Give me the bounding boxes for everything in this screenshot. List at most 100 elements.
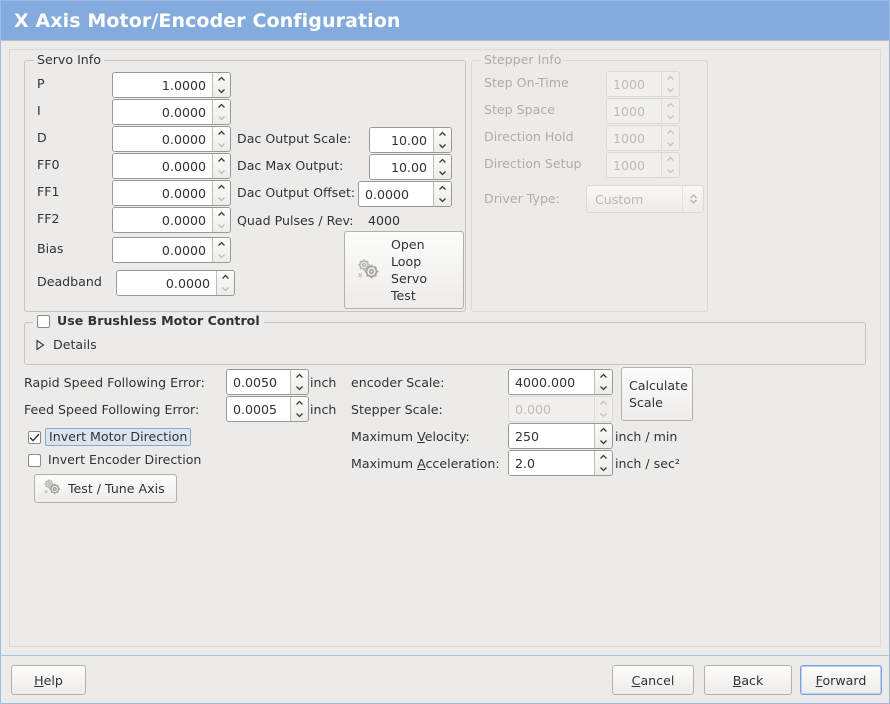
back-button[interactable]: Back <box>704 665 792 695</box>
spin-down-icon[interactable] <box>213 193 230 205</box>
spin-feed-speed-following-error[interactable]: 0.0005 <box>226 396 309 422</box>
spin-up-icon[interactable] <box>595 451 612 463</box>
spin-dac-output-scale-buttons[interactable] <box>433 128 451 152</box>
spin-down-icon[interactable] <box>434 167 451 179</box>
spin-down-icon[interactable] <box>595 382 612 394</box>
test-tune-axis-button[interactable]: Test / Tune Axis <box>34 474 177 503</box>
forward-button[interactable]: Forward <box>800 665 882 695</box>
spin-maximum-velocity-buttons[interactable] <box>594 424 612 448</box>
spin-down-icon[interactable] <box>595 463 612 475</box>
label-feed-speed-following-error: Feed Speed Following Error: <box>24 402 200 417</box>
spin-maximum-velocity-value[interactable]: 250 <box>509 424 594 448</box>
spin-down-icon[interactable] <box>213 112 230 124</box>
spin-down-icon[interactable] <box>213 220 230 232</box>
spin-up-icon[interactable] <box>217 271 234 283</box>
spin-up-icon[interactable] <box>213 73 230 85</box>
cancel-button[interactable]: Cancel <box>612 665 694 695</box>
spin-deadband-buttons[interactable] <box>216 271 234 295</box>
spin-feed-buttons[interactable] <box>290 397 308 421</box>
spin-feed-value[interactable]: 0.0005 <box>227 397 290 421</box>
spin-deadband-value[interactable]: 0.0000 <box>117 271 216 295</box>
spin-down-icon[interactable] <box>434 140 451 152</box>
spin-ff0[interactable]: 0.0000 <box>112 153 231 179</box>
triangle-right-icon[interactable] <box>35 338 45 351</box>
invert-encoder-direction-checkbox[interactable]: Invert Encoder Direction <box>28 452 201 468</box>
spin-dac-output-scale[interactable]: 10.00 <box>369 127 452 153</box>
spin-dac-max-output[interactable]: 10.00 <box>369 154 452 180</box>
spin-dac-max-output-value[interactable]: 10.00 <box>370 155 433 179</box>
spin-p-value[interactable]: 1.0000 <box>113 73 212 97</box>
spin-down-icon[interactable] <box>291 409 308 421</box>
spin-ff0-value[interactable]: 0.0000 <box>113 154 212 178</box>
spin-up-icon[interactable] <box>434 182 451 194</box>
spin-ff2-value[interactable]: 0.0000 <box>113 208 212 232</box>
checkbox-box[interactable] <box>28 430 41 444</box>
spin-down-icon[interactable] <box>213 139 230 151</box>
spin-down-icon[interactable] <box>217 283 234 295</box>
spin-maximum-acceleration[interactable]: 2.0 <box>508 450 613 476</box>
spin-dac-output-offset[interactable]: 0.0000 <box>358 181 452 207</box>
spin-up-icon[interactable] <box>291 397 308 409</box>
unit-maximum-acceleration: inch / sec² <box>615 456 680 471</box>
spin-dac-output-offset-buttons[interactable] <box>433 182 451 206</box>
spin-i-buttons[interactable] <box>212 100 230 124</box>
calculate-scale-button[interactable]: Calculate Scale <box>621 367 693 421</box>
spin-ff2[interactable]: 0.0000 <box>112 207 231 233</box>
spin-i[interactable]: 0.0000 <box>112 99 231 125</box>
spin-down-icon[interactable] <box>595 436 612 448</box>
spin-encoder-scale-value[interactable]: 4000.000 <box>509 370 594 394</box>
spin-up-icon[interactable] <box>213 208 230 220</box>
spin-up-icon[interactable] <box>434 155 451 167</box>
spin-ff1[interactable]: 0.0000 <box>112 180 231 206</box>
spin-up-icon[interactable] <box>213 100 230 112</box>
spin-dac-output-offset-value[interactable]: 0.0000 <box>359 182 433 206</box>
details-expander[interactable]: Details <box>35 337 97 352</box>
spin-d-value[interactable]: 0.0000 <box>113 127 212 151</box>
spin-down-icon[interactable] <box>213 166 230 178</box>
spin-bias[interactable]: 0.0000 <box>112 237 231 263</box>
spin-d-buttons[interactable] <box>212 127 230 151</box>
spin-bias-buttons[interactable] <box>212 238 230 262</box>
spin-deadband[interactable]: 0.0000 <box>116 270 235 296</box>
spin-up-icon <box>662 72 679 84</box>
spin-up-icon[interactable] <box>213 127 230 139</box>
spin-up-icon[interactable] <box>213 238 230 250</box>
spin-step-space-value: 1000 <box>607 99 661 123</box>
spin-maximum-acceleration-buttons[interactable] <box>594 451 612 475</box>
spin-bias-value[interactable]: 0.0000 <box>113 238 212 262</box>
invert-motor-direction-checkbox[interactable]: Invert Motor Direction <box>28 428 192 446</box>
spin-p[interactable]: 1.0000 <box>112 72 231 98</box>
spin-encoder-scale[interactable]: 4000.000 <box>508 369 613 395</box>
spin-ff1-buttons[interactable] <box>212 181 230 205</box>
spin-down-icon[interactable] <box>213 250 230 262</box>
spin-up-icon[interactable] <box>213 154 230 166</box>
spin-ff2-buttons[interactable] <box>212 208 230 232</box>
max-velocity-post: elocity: <box>424 429 470 444</box>
help-button[interactable]: Help <box>11 665 86 695</box>
spin-up-icon[interactable] <box>595 424 612 436</box>
checkbox-box[interactable] <box>37 314 50 328</box>
spin-rapid-value[interactable]: 0.0050 <box>227 370 290 394</box>
open-loop-servo-test-button[interactable]: Open Loop Servo Test <box>344 231 464 309</box>
spin-dac-max-output-buttons[interactable] <box>433 155 451 179</box>
use-brushless-motor-control-checkbox[interactable]: Use Brushless Motor Control <box>33 313 264 329</box>
spin-up-icon[interactable] <box>291 370 308 382</box>
spin-rapid-speed-following-error[interactable]: 0.0050 <box>226 369 309 395</box>
spin-maximum-acceleration-value[interactable]: 2.0 <box>509 451 594 475</box>
spin-encoder-scale-buttons[interactable] <box>594 370 612 394</box>
spin-d[interactable]: 0.0000 <box>112 126 231 152</box>
spin-dac-output-scale-value[interactable]: 10.00 <box>370 128 433 152</box>
spin-down-icon[interactable] <box>291 382 308 394</box>
spin-down-icon[interactable] <box>434 194 451 206</box>
spin-ff1-value[interactable]: 0.0000 <box>113 181 212 205</box>
spin-p-buttons[interactable] <box>212 73 230 97</box>
spin-up-icon[interactable] <box>213 181 230 193</box>
spin-up-icon[interactable] <box>595 370 612 382</box>
checkbox-box[interactable] <box>28 453 41 467</box>
spin-up-icon[interactable] <box>434 128 451 140</box>
spin-maximum-velocity[interactable]: 250 <box>508 423 613 449</box>
spin-i-value[interactable]: 0.0000 <box>113 100 212 124</box>
spin-ff0-buttons[interactable] <box>212 154 230 178</box>
spin-rapid-buttons[interactable] <box>290 370 308 394</box>
spin-down-icon[interactable] <box>213 85 230 97</box>
